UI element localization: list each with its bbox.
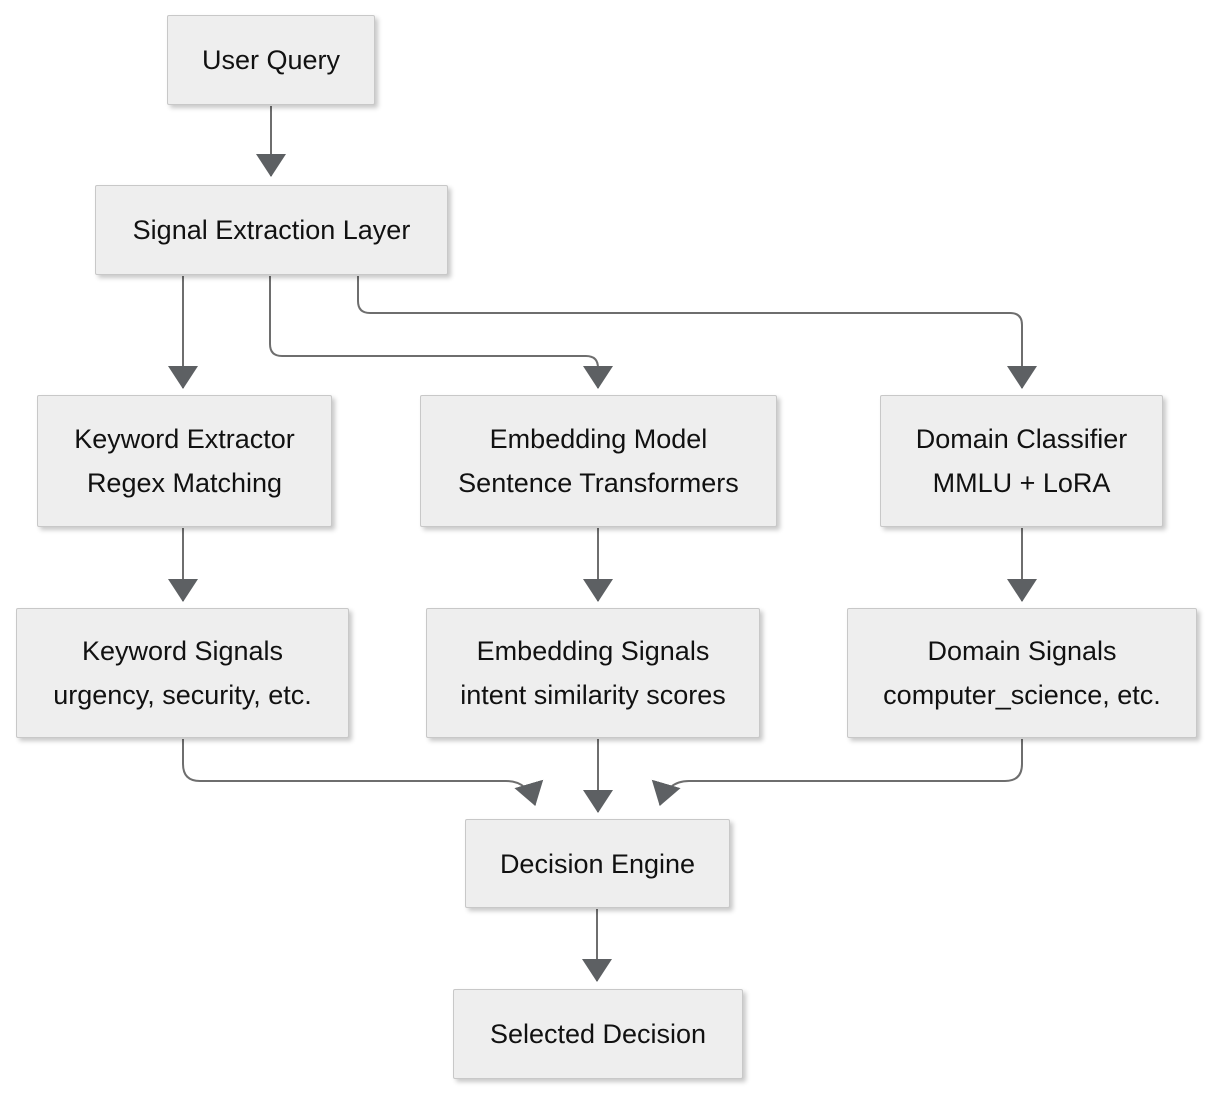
edge-domain-signals-to-decision-engine — [651, 739, 1023, 806]
edge-signal-extraction-to-embedding-model — [269, 276, 613, 389]
node-user-query: User Query — [167, 15, 375, 105]
node-decision-engine: Decision Engine — [465, 819, 730, 908]
node-keyword-signals-sublabel: urgency, security, etc. — [53, 680, 312, 710]
node-signal-extraction-layer: Signal Extraction Layer — [95, 185, 448, 275]
node-embedding-signals: Embedding Signals intent similarity scor… — [426, 608, 760, 738]
node-domain-signals-label: Domain Signals — [927, 636, 1117, 666]
node-user-query-label: User Query — [201, 45, 341, 75]
node-embedding-model: Embedding Model Sentence Transformers — [420, 395, 777, 527]
node-selected-decision-label: Selected Decision — [489, 1019, 707, 1049]
node-embedding-model-label: Embedding Model — [489, 424, 708, 454]
edge-signal-extraction-to-domain-classifier — [357, 276, 1037, 389]
node-signal-extraction-layer-label: Signal Extraction Layer — [132, 215, 411, 245]
node-domain-signals-sublabel: computer_science, etc. — [883, 680, 1161, 710]
node-domain-signals: Domain Signals computer_science, etc. — [847, 608, 1197, 738]
node-keyword-extractor-label: Keyword Extractor — [74, 424, 295, 454]
node-keyword-extractor: Keyword Extractor Regex Matching — [37, 395, 332, 527]
node-keyword-signals-label: Keyword Signals — [81, 636, 284, 666]
node-selected-decision: Selected Decision — [453, 989, 743, 1079]
node-embedding-signals-label: Embedding Signals — [476, 636, 710, 666]
node-domain-classifier-sublabel: MMLU + LoRA — [932, 468, 1111, 498]
node-keyword-extractor-sublabel: Regex Matching — [86, 468, 283, 498]
node-keyword-signals: Keyword Signals urgency, security, etc. — [16, 608, 349, 738]
node-embedding-model-sublabel: Sentence Transformers — [458, 468, 739, 498]
edge-keyword-signals-to-decision-engine — [182, 739, 544, 806]
node-decision-engine-label: Decision Engine — [499, 848, 696, 879]
node-domain-classifier-label: Domain Classifier — [915, 424, 1128, 454]
node-embedding-signals-sublabel: intent similarity scores — [460, 680, 726, 710]
node-domain-classifier: Domain Classifier MMLU + LoRA — [880, 395, 1163, 527]
